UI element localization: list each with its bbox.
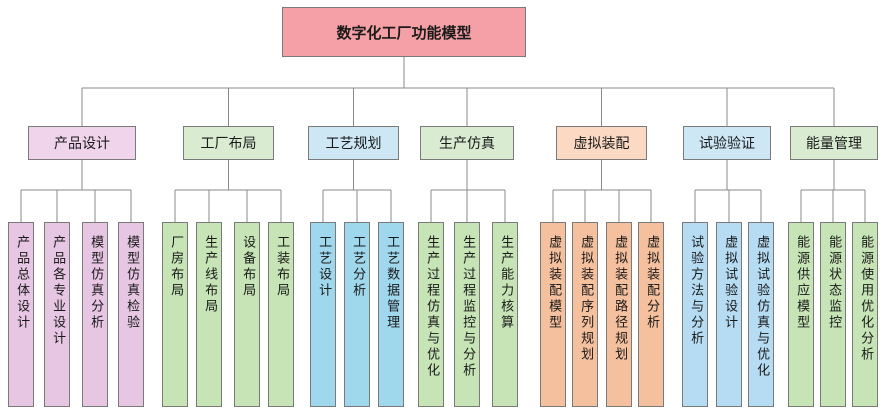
leaf-label: 工艺分析 [350,235,366,299]
leaf-label: 模型仿真分析 [88,235,104,331]
leaf-node: 虚拟试验仿真与优化 [748,222,774,407]
leaf-node: 产品各专业设计 [44,222,70,407]
leaf-label: 工装布局 [274,235,290,299]
leaf-node: 虚拟装配序列规划 [572,222,598,407]
category-node: 产品设计 [28,126,136,160]
leaf-node: 工装布局 [268,222,294,407]
category-label: 虚拟装配 [573,136,630,152]
category-node: 生产仿真 [420,126,514,160]
leaf-node: 厂房布局 [162,222,188,407]
leaf-node: 能源状态监控 [820,222,846,407]
leaf-label: 虚拟装配序列规划 [578,235,594,363]
category-node: 能量管理 [790,126,878,160]
category-node: 工厂布局 [183,126,274,160]
leaf-label: 虚拟装配路径规划 [612,235,628,363]
leaf-label: 虚拟装配分析 [644,235,660,331]
leaf-node: 工艺设计 [310,222,336,407]
leaf-label: 设备布局 [240,235,256,299]
leaf-node: 工艺数据管理 [378,222,404,407]
category-node: 试验验证 [683,126,771,160]
leaf-label: 虚拟装配模型 [546,235,562,331]
leaf-label: 产品总体设计 [14,235,30,331]
root-label: 数字化工厂功能模型 [336,23,472,42]
leaf-node: 虚拟试验设计 [716,222,742,407]
leaf-node: 产品总体设计 [8,222,34,407]
leaf-node: 生产过程仿真与优化 [418,222,444,407]
leaf-label: 能源状态监控 [826,235,842,331]
category-node: 虚拟装配 [556,126,647,160]
leaf-node: 生产线布局 [196,222,222,407]
category-label: 工厂布局 [200,136,257,152]
leaf-node: 工艺分析 [344,222,370,407]
leaf-label: 虚拟试验仿真与优化 [754,235,770,379]
leaf-label: 产品各专业设计 [50,235,66,347]
leaf-label: 生产过程监控与分析 [460,235,476,379]
leaf-node: 试验方法与分析 [682,222,708,407]
leaf-node: 虚拟装配模型 [540,222,566,407]
leaf-label: 试验方法与分析 [688,235,704,347]
leaf-label: 能源供应模型 [794,235,810,331]
category-node: 工艺规划 [308,126,399,160]
leaf-node: 能源供应模型 [788,222,814,407]
leaf-label: 生产能力核算 [498,235,514,331]
category-label: 产品设计 [54,136,110,152]
leaf-label: 生产过程仿真与优化 [424,235,440,379]
leaf-label: 厂房布局 [168,235,184,299]
category-label: 工艺规划 [325,136,382,152]
leaf-label: 能源使用优化分析 [858,235,874,363]
leaf-node: 虚拟装配路径规划 [606,222,632,407]
leaf-label: 模型仿真检验 [124,235,140,331]
leaf-label: 虚拟试验设计 [722,235,738,331]
category-label: 能量管理 [806,136,862,152]
leaf-node: 模型仿真分析 [82,222,108,407]
leaf-label: 工艺设计 [316,235,332,299]
category-label: 生产仿真 [439,136,495,152]
leaf-node: 设备布局 [234,222,260,407]
category-label: 试验验证 [699,136,755,152]
leaf-label: 工艺数据管理 [384,235,400,331]
leaf-node: 生产过程监控与分析 [454,222,480,407]
leaf-node: 能源使用优化分析 [852,222,878,407]
leaf-node: 模型仿真检验 [118,222,144,407]
root-node: 数字化工厂功能模型 [282,7,526,57]
leaf-node: 虚拟装配分析 [638,222,664,407]
leaf-label: 生产线布局 [202,235,218,315]
leaf-node: 生产能力核算 [492,222,518,407]
